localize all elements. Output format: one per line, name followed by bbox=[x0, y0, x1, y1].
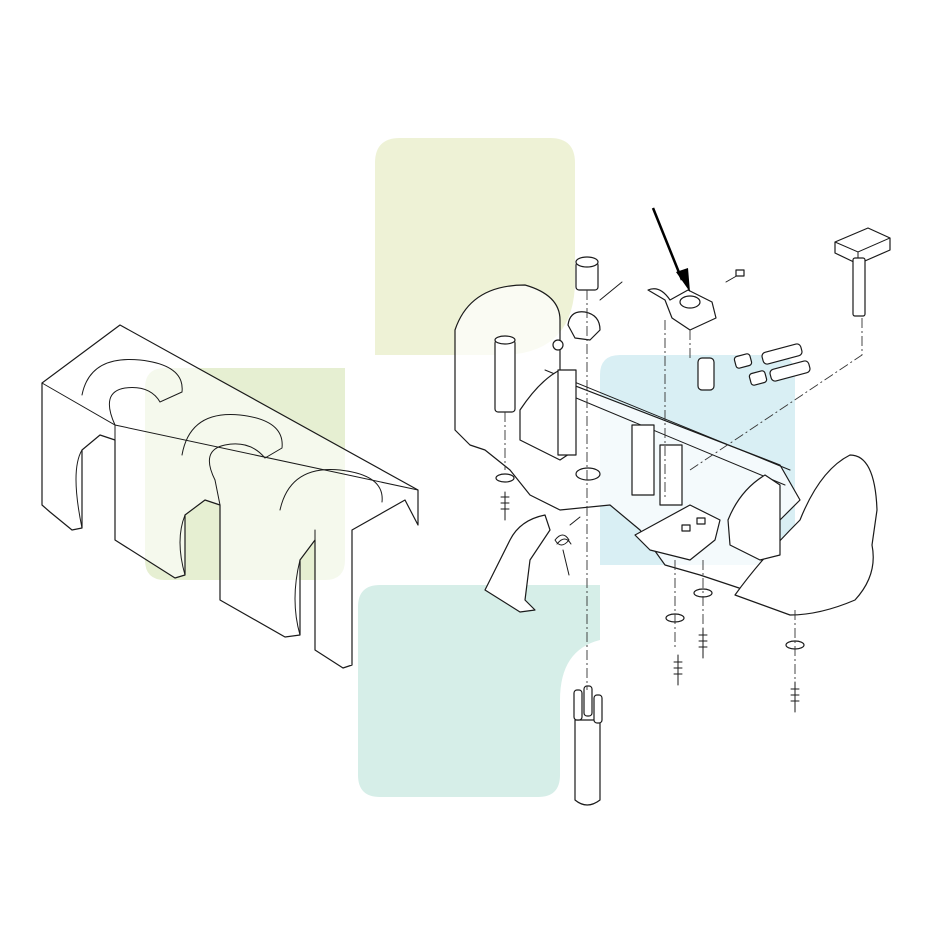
right-clamp bbox=[727, 474, 781, 561]
highlighted-clip-part bbox=[647, 269, 745, 331]
assembly-center-lines bbox=[504, 290, 863, 690]
right-end-cap bbox=[734, 454, 878, 616]
arrow-pointer bbox=[651, 207, 690, 292]
guide-pin bbox=[494, 335, 516, 413]
cable bbox=[573, 685, 603, 806]
base-plate bbox=[454, 284, 801, 591]
left-rail bbox=[557, 369, 577, 456]
center-rail-1 bbox=[631, 424, 655, 496]
bracket-hole bbox=[696, 517, 706, 525]
lower-clamp bbox=[484, 514, 551, 613]
sleeve-and-collar bbox=[552, 256, 623, 351]
mounting-block-pin bbox=[834, 227, 891, 317]
holder-cover bbox=[41, 324, 419, 669]
watermark-bottom-block bbox=[358, 585, 600, 797]
center-rail-2 bbox=[659, 444, 683, 506]
torsion-spring bbox=[554, 516, 581, 576]
bracket-hole bbox=[681, 524, 691, 532]
wire-connectors bbox=[697, 343, 811, 391]
